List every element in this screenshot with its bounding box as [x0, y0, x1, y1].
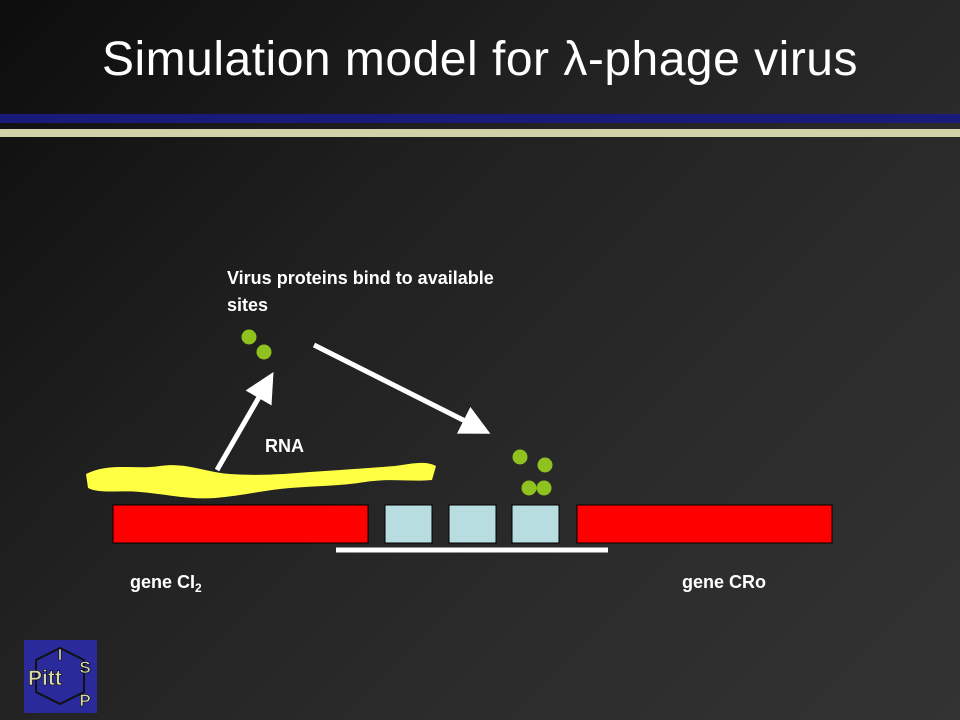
logo-letter-s: S — [79, 658, 90, 677]
protein-to-site-arrow — [312, 342, 491, 434]
protein-dot — [512, 449, 528, 465]
binding-site-2 — [448, 504, 497, 544]
protein-dot — [241, 329, 257, 345]
rna-label: RNA — [265, 436, 304, 456]
binding-site-3 — [511, 504, 560, 544]
protein-dot — [256, 344, 272, 360]
title-rule-blue — [0, 114, 960, 123]
protein-dot — [536, 480, 552, 496]
title-rule-tan — [0, 129, 960, 137]
gene-cro-label: gene CRo — [682, 572, 767, 592]
gene-ci-bar — [112, 504, 369, 544]
gene-cro-bar — [576, 504, 833, 544]
binding-site-1 — [384, 504, 433, 544]
logo-word-pitt: Pitt — [28, 667, 62, 690]
protein-dot — [521, 480, 537, 496]
pittsp-logo: I Pitt S P — [24, 640, 97, 713]
rna-to-protein-arrow — [214, 372, 274, 472]
protein-dot — [537, 457, 553, 473]
gene-ci-subscript: 2 — [195, 581, 202, 595]
gene-ci-label: gene CI2 — [130, 572, 202, 595]
logo-letter-p: P — [79, 691, 90, 710]
rna-strand — [86, 462, 436, 499]
gene-ci-text: gene CI — [130, 572, 196, 592]
slide-title: Simulation model for λ-phage virus — [101, 33, 858, 86]
proteins-bind-label: Virus proteins bind to available sites — [227, 268, 494, 315]
logo-letter-i: I — [58, 647, 62, 664]
